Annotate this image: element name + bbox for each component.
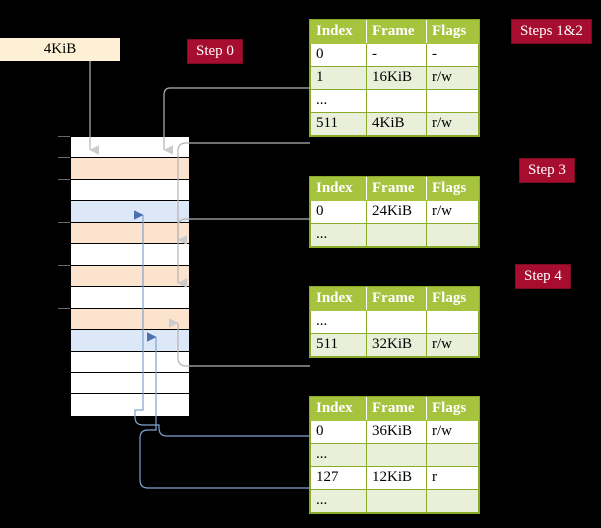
memory-frame-row — [71, 137, 189, 159]
table-cell — [366, 443, 427, 467]
table-header-flags: Flags — [426, 397, 479, 421]
table-cell: ... — [310, 489, 367, 513]
table-header-index: Index — [310, 20, 367, 44]
badge-step-0: Step 0 — [188, 40, 242, 63]
table-cell: 32KiB — [366, 333, 427, 357]
table-header-frame: Frame — [366, 177, 427, 201]
table-cell: ... — [310, 223, 367, 247]
table-cell: 0 — [310, 200, 367, 224]
table-header-flags: Flags — [426, 177, 479, 201]
memory-tick-mark — [58, 136, 70, 137]
table-cell: 511 — [310, 112, 367, 136]
memory-frame-row — [71, 158, 189, 180]
table-cell — [366, 223, 427, 247]
table-cell: ... — [310, 310, 367, 334]
table-row: ... — [310, 223, 479, 247]
table-row: ... — [310, 443, 479, 467]
table-cell: 0 — [310, 43, 367, 67]
memory-frame-row — [71, 265, 189, 288]
table-header-frame: Frame — [366, 397, 427, 421]
memory-frame-row — [71, 179, 189, 202]
table-cell: 511 — [310, 333, 367, 357]
table-cell: r/w — [426, 420, 479, 444]
table-header-flags: Flags — [426, 287, 479, 311]
table-cell: 36KiB — [366, 420, 427, 444]
memory-tick-mark — [58, 221, 70, 223]
table-header-frame: Frame — [366, 20, 427, 44]
table-cell: 4KiB — [366, 112, 427, 136]
badge-step-3: Step 3 — [520, 159, 574, 182]
physical-memory-column — [70, 136, 190, 416]
request-size-label: 4KiB — [43, 41, 77, 57]
table-header-index: Index — [310, 177, 367, 201]
memory-tick-mark — [58, 264, 70, 266]
table-header-flags: Flags — [426, 20, 479, 44]
table-cell: 1 — [310, 66, 367, 90]
table-header-index: Index — [310, 287, 367, 311]
table-cell: ... — [310, 89, 367, 113]
memory-frame-row — [71, 351, 189, 373]
table-cell: r/w — [426, 112, 479, 136]
memory-tick-mark — [58, 307, 70, 309]
table-row: 0-- — [310, 43, 479, 67]
table-header-frame: Frame — [366, 287, 427, 311]
table-cell — [366, 489, 427, 513]
memory-tick-mark — [58, 178, 70, 180]
memory-frame-row — [71, 308, 189, 331]
request-size-box: 4KiB — [0, 38, 120, 61]
badge-steps-1and2: Steps 1&2 — [512, 20, 591, 43]
table-cell: - — [426, 43, 479, 67]
table-cell: r/w — [426, 66, 479, 90]
memory-tick-mark — [58, 157, 70, 159]
table-cell: r — [426, 466, 479, 490]
table-row: ... — [310, 489, 479, 513]
wire-step3-pdpt-row0 — [177, 218, 310, 288]
table-cell — [366, 89, 427, 113]
table-header-index: Index — [310, 397, 367, 421]
table-cell — [426, 489, 479, 513]
table-cell — [426, 223, 479, 247]
table-cell: r/w — [426, 333, 479, 357]
memory-frame-row — [71, 394, 189, 416]
table-cell — [426, 443, 479, 467]
wire-step4-pd-row511 — [169, 318, 310, 367]
table-cell: 0 — [310, 420, 367, 444]
memory-frame-row — [71, 330, 189, 352]
table-cell: 127 — [310, 466, 367, 490]
memory-frame-row — [71, 244, 189, 266]
table-row: ... — [310, 89, 479, 113]
table-cell: 16KiB — [366, 66, 427, 90]
table-cell: r/w — [426, 200, 479, 224]
table-cell: 24KiB — [366, 200, 427, 224]
memory-frame-row — [71, 287, 189, 309]
memory-frame-row — [71, 201, 189, 223]
table-row: ... — [310, 310, 479, 334]
table-cell: 12KiB — [366, 466, 427, 490]
table-cell — [366, 310, 427, 334]
memory-frame-row — [71, 372, 189, 395]
badge-step-4: Step 4 — [516, 265, 570, 288]
table-cell: - — [366, 43, 427, 67]
memory-frame-row — [71, 222, 189, 245]
table-cell — [426, 310, 479, 334]
table-cell: ... — [310, 443, 367, 467]
table-cell — [426, 89, 479, 113]
wire-steps12-pml4-row511 — [177, 142, 310, 245]
